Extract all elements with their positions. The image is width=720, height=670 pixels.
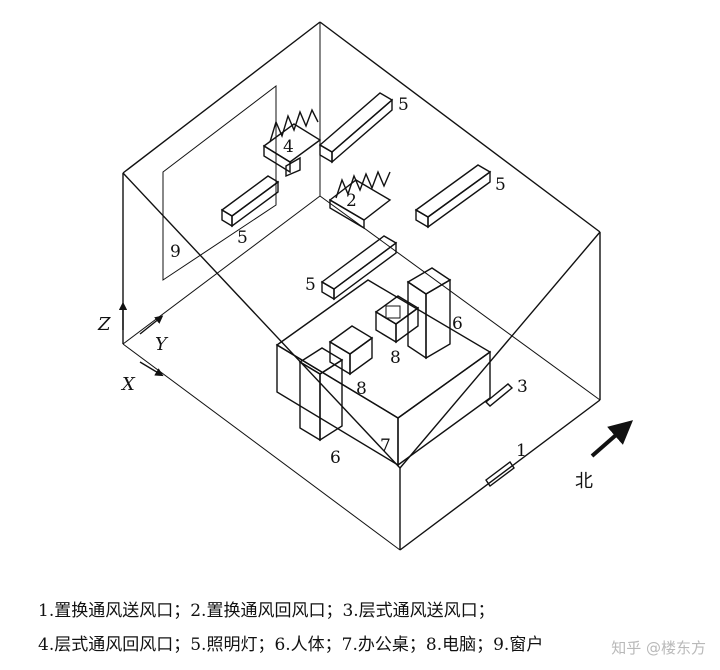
- legend-line-2: 4.层式通风回风口；5.照明灯；6.人体；7.办公桌；8.电脑；9.窗户: [38, 635, 544, 655]
- label-5-center: 5: [305, 275, 316, 295]
- label-6-left: 6: [330, 448, 341, 468]
- displacement-return-vent: [328, 170, 392, 230]
- legend: 1.置换通风送风口；2.置换通风回风口；3.层式通风送风口； 4.层式通风回风口…: [38, 594, 698, 662]
- light-fixture-1: [220, 175, 280, 228]
- label-9: 9: [170, 242, 181, 262]
- legend-line-1: 1.置换通风送风口；2.置换通风回风口；3.层式通风送风口；: [38, 601, 495, 621]
- label-8-left: 8: [356, 379, 367, 399]
- light-fixture-2: [318, 92, 394, 164]
- label-1: 1: [516, 441, 527, 461]
- layered-return-vent: [262, 108, 322, 178]
- label-5-top: 5: [398, 95, 409, 115]
- label-7: 7: [380, 436, 391, 456]
- axis-label-z: Z: [97, 314, 111, 335]
- label-5-left: 5: [237, 228, 248, 248]
- label-6-right: 6: [452, 314, 463, 334]
- north-label: 北: [575, 471, 593, 492]
- watermark: 知乎 @楼东方: [611, 639, 706, 657]
- window: [162, 84, 277, 281]
- label-5-right: 5: [495, 175, 506, 195]
- north-arrow: [590, 420, 634, 458]
- label-8-right: 8: [390, 348, 401, 368]
- label-3: 3: [517, 377, 528, 397]
- person-left: [298, 347, 344, 442]
- room-box: [122, 21, 601, 551]
- computer-right: [374, 295, 420, 344]
- layered-supply-vent: [484, 383, 514, 407]
- computer-left: [328, 325, 374, 376]
- axes: [118, 301, 164, 377]
- label-2: 2: [346, 191, 357, 211]
- room-diagram: Z Y X 北 1 2 3 4 5 5 5 5 6 6 7 8 8 9: [97, 21, 634, 551]
- axis-label-y: Y: [155, 334, 169, 355]
- label-4: 4: [283, 137, 294, 157]
- person-right: [406, 267, 452, 360]
- light-fixture-3: [414, 164, 492, 229]
- axis-label-x: X: [120, 374, 136, 395]
- displacement-supply-vent: [485, 460, 515, 488]
- light-fixture-4: [320, 235, 398, 301]
